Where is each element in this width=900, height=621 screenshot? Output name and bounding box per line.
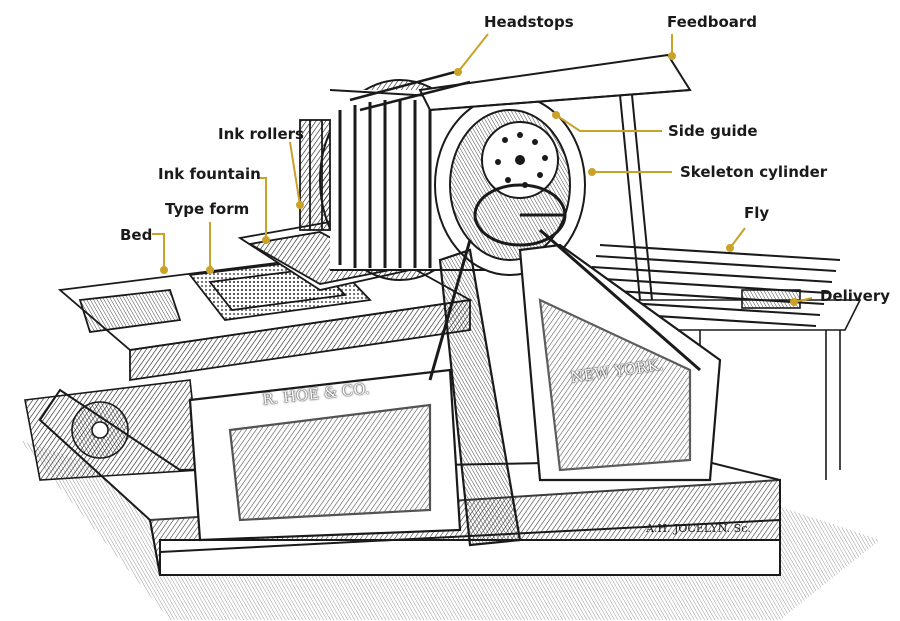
- feedboard: [418, 53, 692, 301]
- label-ink-fountain: Ink fountain: [158, 165, 261, 183]
- left-machinery: [24, 379, 201, 481]
- label-ink-rollers: Ink rollers: [218, 125, 304, 143]
- leader-type-form: [206, 222, 214, 274]
- label-headstops: Headstops: [484, 13, 574, 31]
- label-skeleton-cylinder: Skeleton cylinder: [680, 163, 828, 181]
- label-side-guide: Side guide: [668, 122, 758, 140]
- ink-rollers: [299, 119, 331, 231]
- leader-ink-rollers: [289, 141, 304, 209]
- leader-feedboard: [668, 34, 676, 60]
- connecting-rod: [428, 228, 701, 381]
- leader-bed: [152, 233, 168, 274]
- engraver-signature: A.H. JOCELYN. Sc.: [646, 522, 751, 535]
- headstops: [349, 70, 471, 112]
- leader-side-guide: [552, 111, 662, 132]
- label-bed: Bed: [120, 226, 153, 244]
- label-delivery: Delivery: [820, 287, 891, 305]
- label-fly: Fly: [744, 204, 770, 222]
- leader-headstops: [454, 33, 489, 76]
- leader-delivery: [790, 297, 813, 306]
- leader-skeleton-cylinder: [588, 168, 672, 176]
- leader-ink-fountain: [258, 177, 270, 244]
- side-frames: [188, 243, 722, 547]
- label-type-form: Type form: [165, 200, 250, 218]
- leader-fly: [726, 227, 746, 252]
- label-feedboard: Feedboard: [667, 13, 758, 31]
- skeleton-cylinder: [319, 79, 586, 281]
